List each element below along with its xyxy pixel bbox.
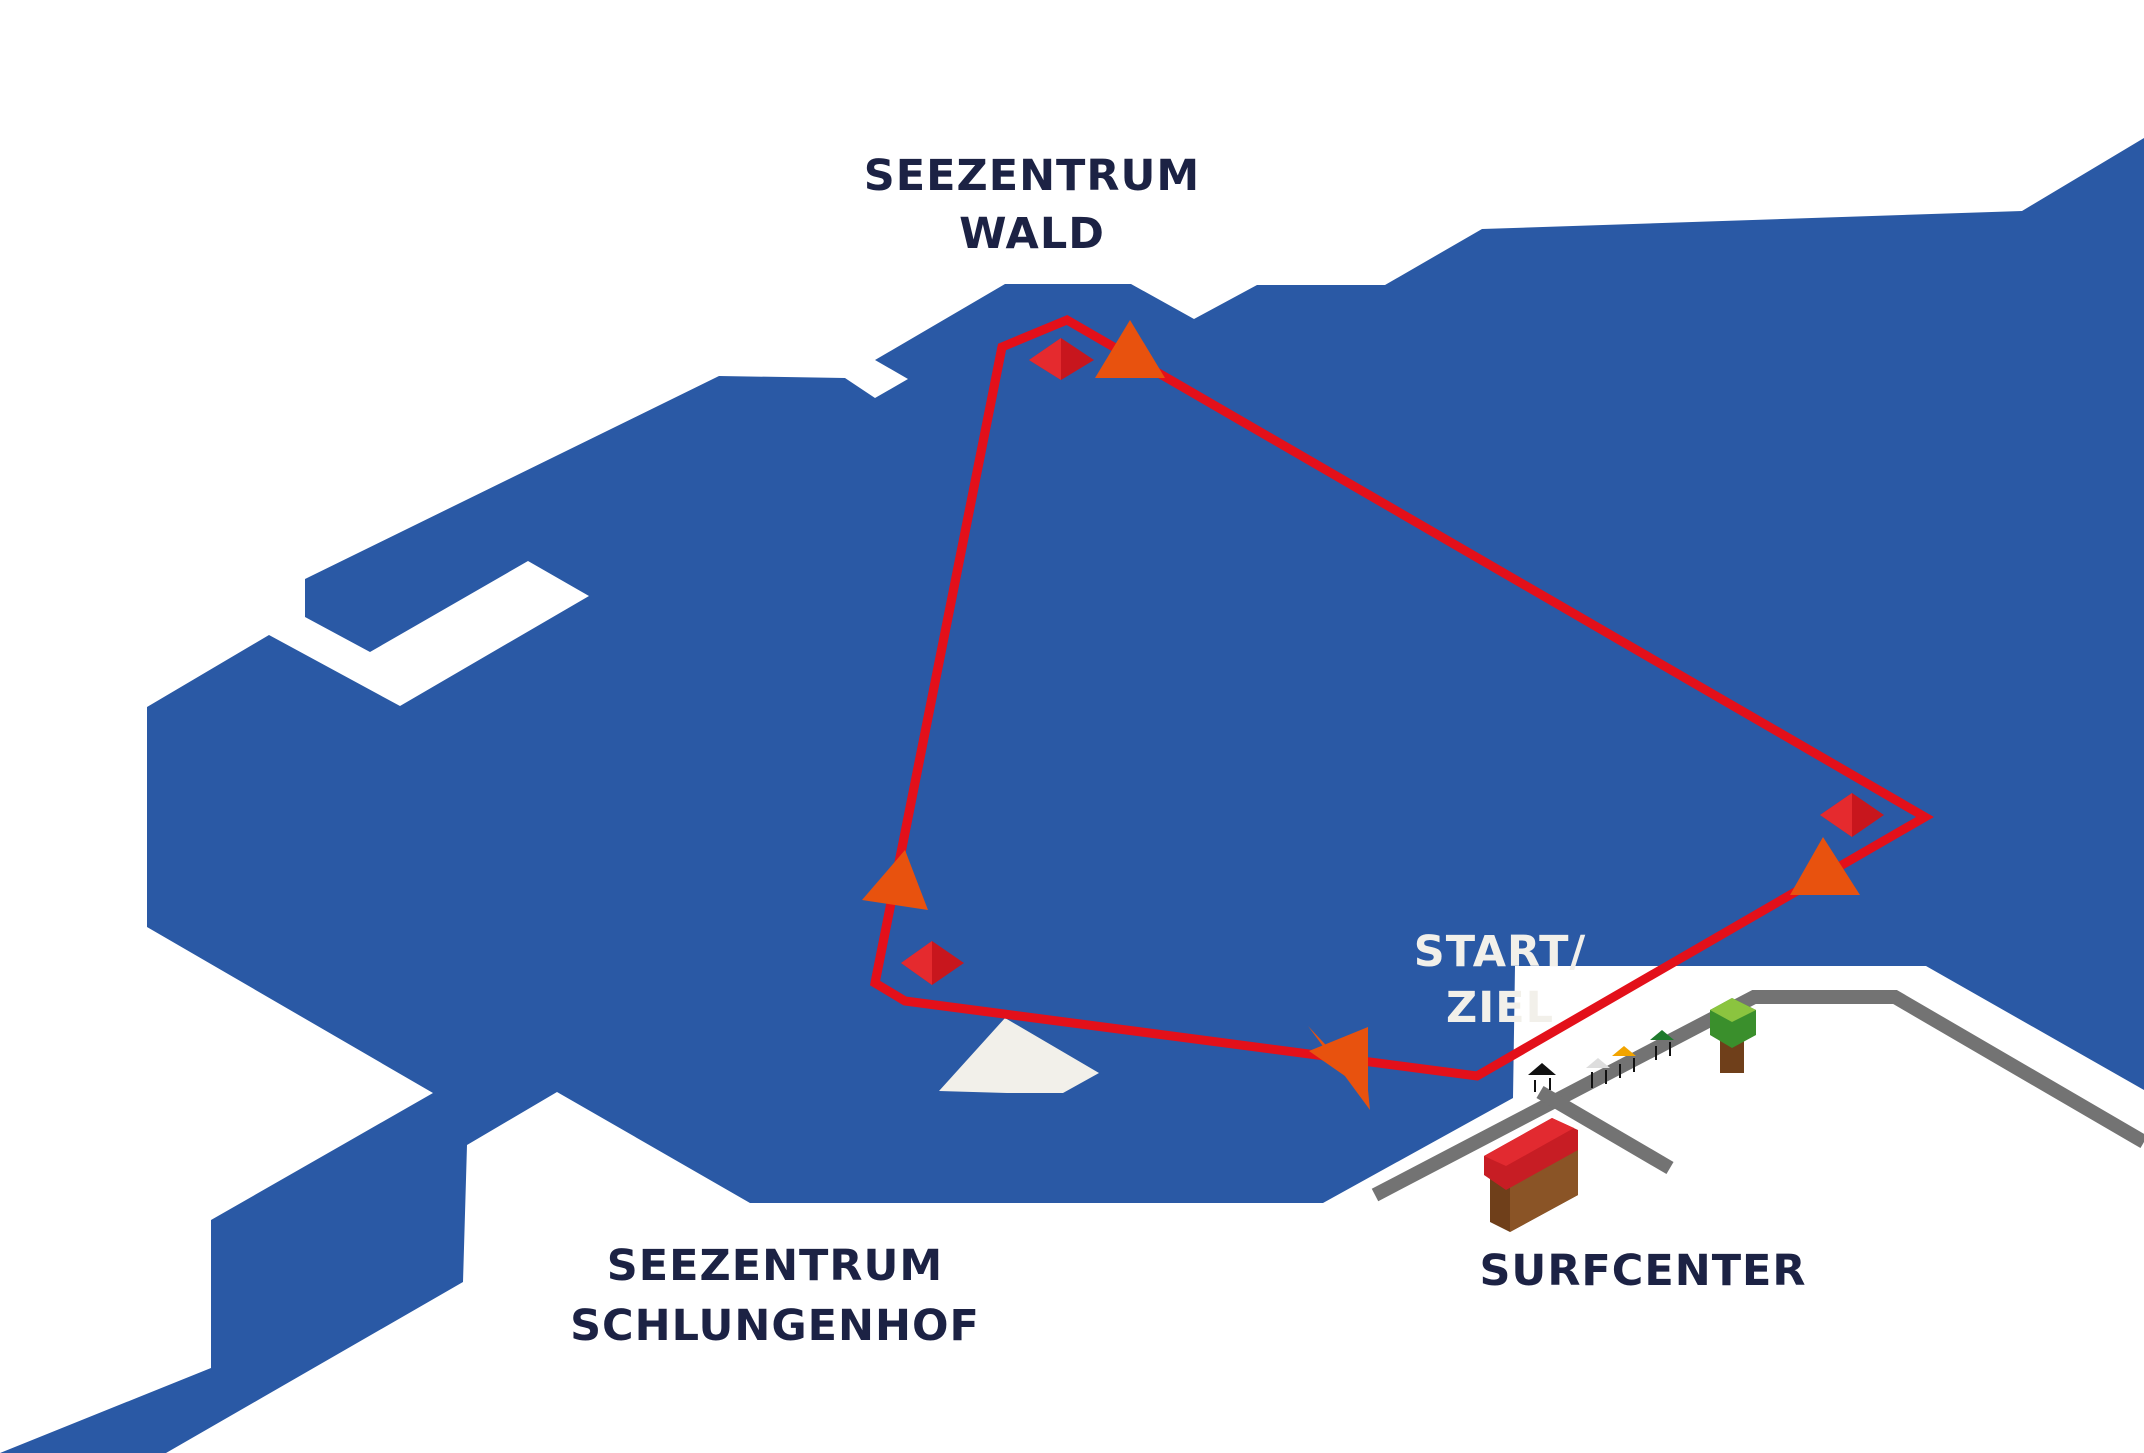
label-seezentrum-wald-line1: SEEZENTRUM [864,151,1200,201]
tree-icon [1710,998,1756,1073]
road [1371,990,2144,1202]
direction-arrow-icon [1790,837,1860,895]
jetty [939,1018,1099,1093]
surfcenter-building-icon [1484,1118,1578,1232]
label-seezentrum-schlungenhof-line1: SEEZENTRUM [607,1241,943,1291]
direction-arrow-icon [1309,1027,1368,1092]
label-surfcenter: SURFCENTER [1479,1246,1806,1296]
turning-buoy-icon [1029,338,1094,380]
label-seezentrum-schlungenhof-line2: SCHLUNGENHOF [570,1301,980,1351]
direction-arrow-icon [1095,320,1165,378]
lake-water [0,138,2144,1453]
surfcenter-area [1371,990,2144,1232]
turning-buoy-icon [1820,793,1884,837]
road-branch [1536,1085,1674,1175]
turning-buoy-icon [901,941,964,985]
lake [0,138,2144,1453]
direction-arrow-icon [862,850,928,910]
flag-icon [1528,1030,1674,1092]
label-start-line1: START/ [1414,927,1586,977]
label-seezentrum-wald-line2: WALD [959,209,1105,259]
race-course [862,314,1934,1110]
label-start-line2: ZIEL [1446,983,1554,1033]
